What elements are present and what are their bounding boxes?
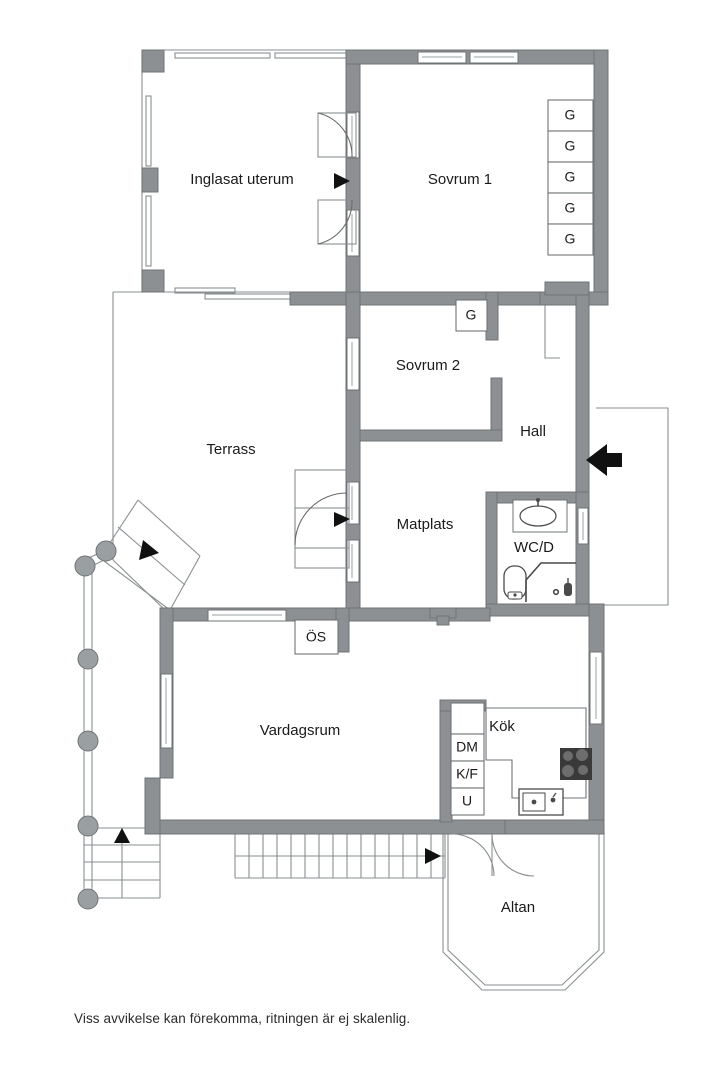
- storage-label-os: ÖS: [306, 628, 326, 645]
- thin-structure-lines: [83, 49, 669, 991]
- door-arrow-matplats-icon: [334, 512, 350, 527]
- wardrobe-label-g1: G: [565, 107, 576, 123]
- stair-arrow-west-icon: [114, 828, 130, 843]
- room-label-kok: Kök: [489, 718, 515, 735]
- room-label-sovrum-1: Sovrum 1: [428, 171, 492, 188]
- room-label-sovrum-2: Sovrum 2: [396, 357, 460, 374]
- direction-arrows: [114, 173, 622, 864]
- walls: [141, 49, 609, 835]
- room-label-inglasat-uterum: Inglasat uterum: [190, 171, 293, 188]
- kitchen-unit-label-dm: DM: [456, 739, 478, 755]
- wardrobe-label-g5: G: [565, 231, 576, 247]
- door-arrow-uterum-icon: [334, 173, 350, 189]
- room-label-wc-d: WC/D: [514, 539, 554, 556]
- room-label-hall: Hall: [520, 423, 546, 440]
- closet-labels: G G G G G G ÖS DM K/F U: [306, 107, 576, 809]
- stair-arrow-south-icon: [425, 848, 441, 864]
- room-label-vardagsrum: Vardagsrum: [260, 722, 341, 739]
- wardrobe-label-g4: G: [565, 200, 576, 216]
- door-swings: [294, 112, 535, 877]
- room-label-altan: Altan: [501, 899, 535, 916]
- wardrobe-boxes: [294, 99, 594, 816]
- cooktop-icon: [560, 748, 592, 780]
- toilet-icon: [503, 565, 527, 600]
- wardrobe-label-g3: G: [565, 169, 576, 185]
- wardrobe-label-g2: G: [565, 138, 576, 154]
- room-labels: Inglasat uterum Sovrum 1 Sovrum 2 Terras…: [190, 171, 554, 916]
- wardrobe-label-sovrum2-g: G: [466, 307, 477, 323]
- kitchen-sink-icon: [518, 788, 564, 816]
- room-label-matplats: Matplats: [397, 516, 454, 533]
- stair-arrow-terrass-icon: [139, 540, 159, 560]
- fixtures-group: [503, 498, 592, 816]
- corner-shower-icon: [525, 562, 576, 602]
- room-label-terrass: Terrass: [206, 441, 255, 458]
- kitchen-unit-label-u: U: [462, 793, 472, 809]
- plan-disclaimer-caption: Viss avvikelse kan förekomma, ritningen …: [74, 1011, 411, 1026]
- railing-posts: [74, 540, 117, 910]
- kitchen-unit-label-kf: K/F: [456, 766, 478, 782]
- entry-arrow-hall-icon: [586, 444, 622, 476]
